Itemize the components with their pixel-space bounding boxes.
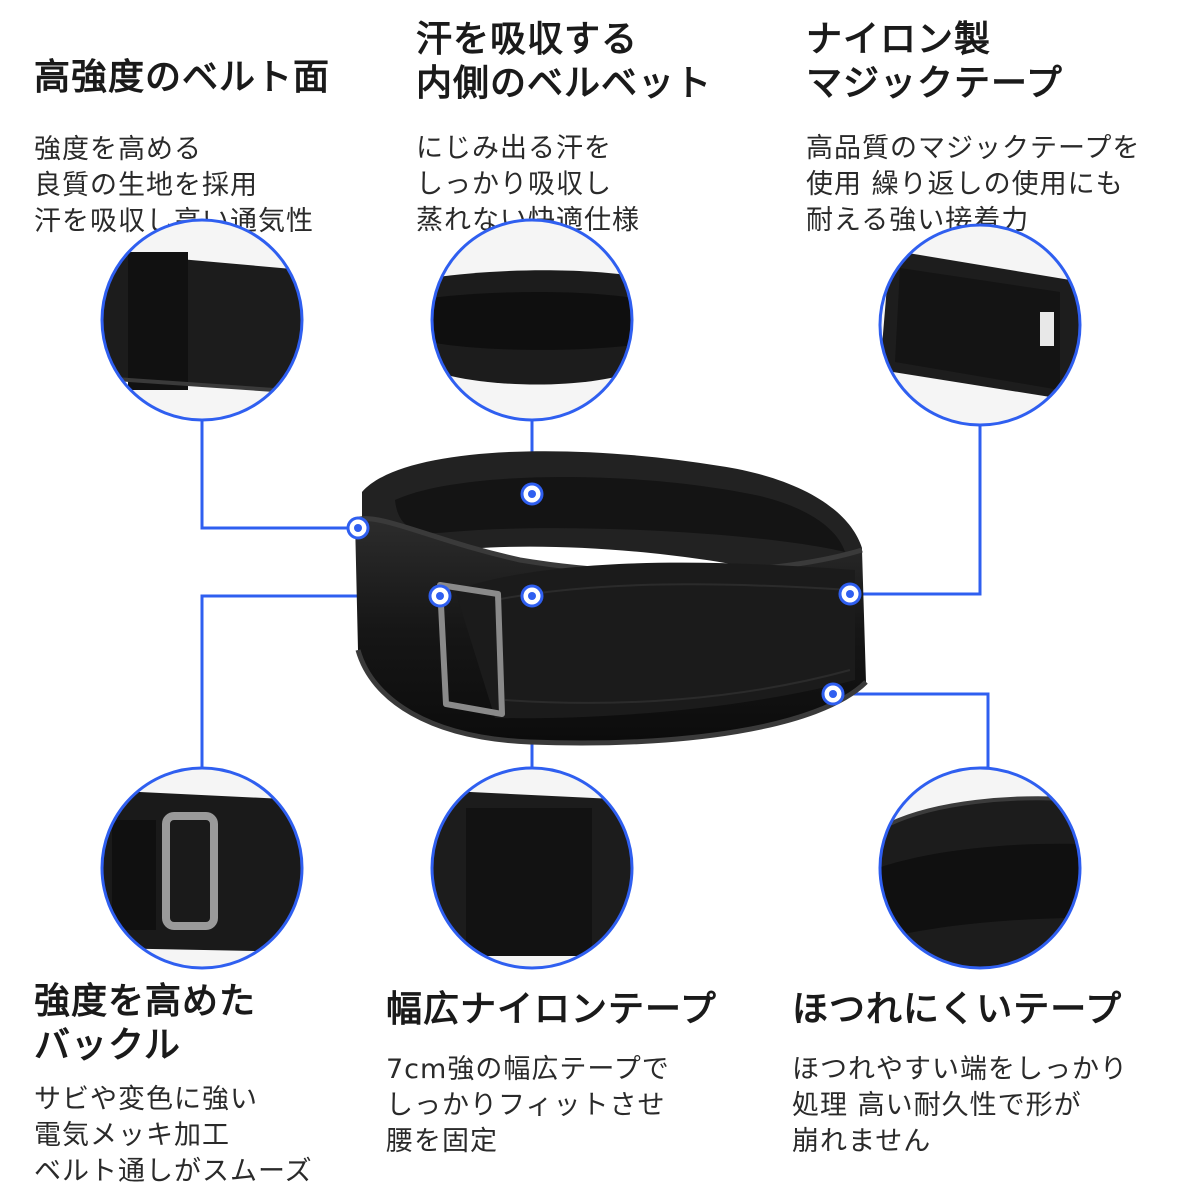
target-dot-icon	[520, 584, 544, 608]
detail-circle-buckle	[100, 766, 304, 970]
feature-title: 汗を吸収する 内側のベルベット	[416, 19, 713, 104]
feature-wide-tape: 幅広ナイロンテープ 7cm強の幅広テープで しっかりフィットさせ 腰を固定	[386, 988, 717, 1160]
detail-circle-fray-resistant	[878, 766, 1082, 970]
markers	[346, 482, 862, 706]
feature-description: にじみ出る汗を しっかり吸収し 蒸れない快適仕様	[416, 133, 639, 236]
feature-description: 強度を高める 良質の生地を採用 汗を吸収し高い通気性	[34, 134, 314, 237]
target-dot-icon	[520, 482, 544, 506]
feature-description: ほつれやすい端をしっかり 処理 高い耐久性で形が 崩れません	[792, 1054, 1128, 1157]
detail-circle-inner-velvet	[430, 218, 634, 422]
feature-fray-resistant-tape: ほつれにくいテープ ほつれやすい端をしっかり 処理 高い耐久性で形が 崩れません	[792, 988, 1128, 1160]
detail-circle-wide-tape	[430, 766, 634, 970]
feature-title: ほつれにくいテープ	[792, 989, 1123, 1030]
lifting-belt-icon	[354, 451, 868, 746]
target-dot-icon	[821, 682, 845, 706]
feature-inner-velvet: 汗を吸収する 内側のベルベット にじみ出る汗を しっかり吸収し 蒸れない快適仕様	[416, 18, 712, 239]
detail-circle-velcro	[878, 223, 1082, 427]
feature-buckle: 強度を高めた バックル サビや変色に強い 電気メッキ加工 ベルト通しがスムーズ	[34, 980, 313, 1190]
target-dot-icon	[346, 516, 370, 540]
target-dot-icon	[428, 584, 452, 608]
feature-title: 幅広ナイロンテープ	[386, 989, 717, 1030]
feature-description: サビや変色に強い 電気メッキ加工 ベルト通しがスムーズ	[34, 1084, 313, 1187]
feature-belt-surface: 高強度のベルト面 強度を高める 良質の生地を採用 汗を吸収し高い通気性	[34, 56, 330, 240]
feature-title: 強度を高めた バックル	[34, 981, 257, 1066]
feature-title: ナイロン製 マジックテープ	[806, 19, 1063, 104]
feature-description: 7cm強の幅広テープで しっかりフィットさせ 腰を固定	[386, 1054, 670, 1157]
feature-title: 高強度のベルト面	[34, 57, 331, 98]
detail-circle-belt-surface	[100, 218, 304, 422]
connector-line	[200, 420, 358, 530]
target-dot-icon	[838, 582, 862, 606]
connector-line	[833, 692, 990, 770]
connector-line	[850, 425, 982, 596]
